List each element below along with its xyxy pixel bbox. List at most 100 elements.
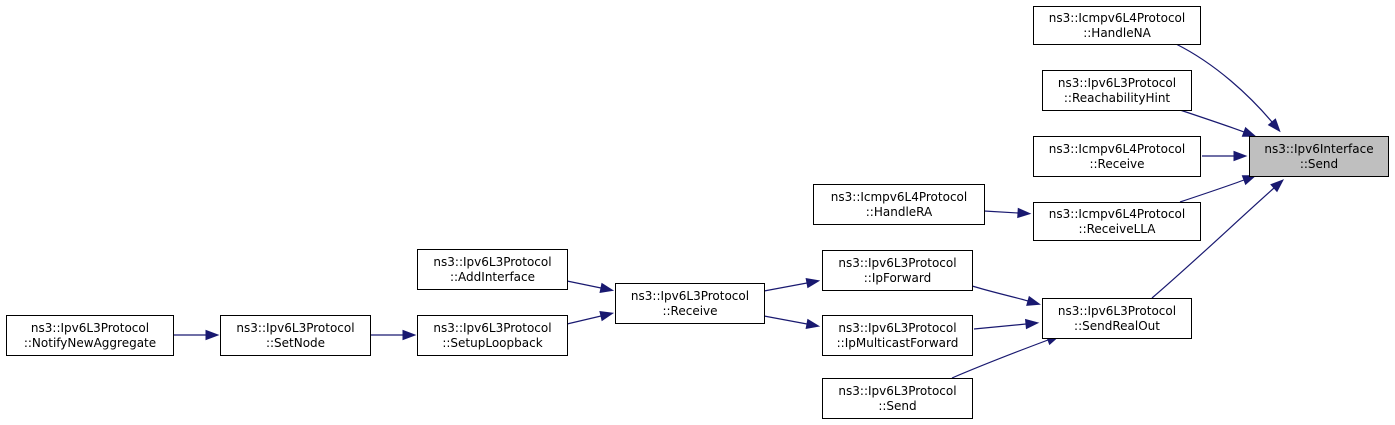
edge-add_interface-to-l3_receive xyxy=(566,280,615,294)
node-class-label: ns3::Icmpv6L4Protocol xyxy=(1049,11,1185,25)
node-box[interactable] xyxy=(417,315,568,356)
node-box[interactable] xyxy=(220,315,371,356)
edge-handle_na-to-send_iface xyxy=(1175,43,1281,133)
node-ip-mcast-forward[interactable]: ns3::Ipv6L3Protocol::IpMulticastForward xyxy=(822,315,973,356)
edge-line xyxy=(1151,187,1275,299)
edge-line xyxy=(951,339,1049,379)
edge-line xyxy=(566,280,602,289)
node-handle-na[interactable]: ns3::Icmpv6L4Protocol::HandleNA xyxy=(1033,6,1201,45)
node-l3-send[interactable]: ns3::Ipv6L3Protocol::Send xyxy=(822,378,973,419)
node-box[interactable] xyxy=(417,249,568,290)
edge-receive_lla-to-send_iface xyxy=(1179,175,1257,203)
node-method-label: ::SetupLoopback xyxy=(442,336,542,350)
node-class-label: ns3::Ipv6L3Protocol xyxy=(31,321,149,335)
arrowhead-icon xyxy=(1270,179,1285,193)
edge-send_real_out-to-send_iface xyxy=(1151,179,1285,299)
arrowhead-icon xyxy=(1025,318,1040,330)
node-method-label: ::Receive xyxy=(662,304,717,318)
edge-icmp_receive-to-send_iface xyxy=(1202,150,1248,162)
edge-line xyxy=(763,282,808,292)
node-class-label: ns3::Ipv6L3Protocol xyxy=(838,321,956,335)
arrowhead-icon xyxy=(205,329,220,341)
edge-ip_mcast_forward-to-send_real_out xyxy=(973,318,1040,330)
edge-l3_receive-to-ip_mcast_forward xyxy=(763,315,821,330)
node-box[interactable] xyxy=(1042,298,1192,339)
node-method-label: ::ReceiveLLA xyxy=(1079,222,1157,236)
node-icmp-receive[interactable]: ns3::Icmpv6L4Protocol::Receive xyxy=(1033,136,1201,177)
arrowhead-icon xyxy=(1241,126,1257,137)
node-class-label: ns3::Ipv6L3Protocol xyxy=(838,256,956,270)
node-class-label: ns3::Icmpv6L4Protocol xyxy=(831,190,967,204)
node-class-label: ns3::Ipv6L3Protocol xyxy=(236,321,354,335)
node-notify-new-agg[interactable]: ns3::Ipv6L3Protocol::NotifyNewAggregate xyxy=(6,315,174,356)
node-method-label: ::AddInterface xyxy=(450,270,535,284)
edge-line xyxy=(763,315,808,325)
arrowhead-icon xyxy=(1026,295,1041,306)
node-l3-receive[interactable]: ns3::Ipv6L3Protocol::Receive xyxy=(615,283,765,324)
node-class-label: ns3::Icmpv6L4Protocol xyxy=(1049,207,1185,221)
node-box[interactable] xyxy=(813,184,985,225)
node-method-label: ::NotifyNewAggregate xyxy=(24,336,156,350)
node-box[interactable] xyxy=(1033,202,1201,241)
node-method-label: ::HandleRA xyxy=(866,205,933,219)
node-method-label: ::Send xyxy=(878,399,916,413)
node-setup-loopback[interactable]: ns3::Ipv6L3Protocol::SetupLoopback xyxy=(417,315,568,356)
edge-handle_ra-to-receive_lla xyxy=(983,207,1032,219)
node-class-label: ns3::Ipv6L3Protocol xyxy=(631,289,749,303)
node-add-interface[interactable]: ns3::Ipv6L3Protocol::AddInterface xyxy=(417,249,568,290)
node-send-iface[interactable]: ns3::Ipv6Interface::Send xyxy=(1249,136,1389,177)
arrowhead-icon xyxy=(1017,207,1032,219)
edge-line xyxy=(971,285,1029,302)
arrowhead-icon xyxy=(1241,175,1257,186)
node-class-label: ns3::Ipv6L3Protocol xyxy=(838,384,956,398)
edge-setup_loopback-to-l3_receive xyxy=(566,311,615,325)
edge-line xyxy=(566,315,602,325)
edge-line xyxy=(973,323,1027,330)
edge-ip_forward-to-send_real_out xyxy=(971,285,1041,306)
arrowhead-icon xyxy=(599,311,615,322)
node-box[interactable] xyxy=(615,283,765,324)
node-reach-hint[interactable]: ns3::Ipv6L3Protocol::ReachabilityHint xyxy=(1042,70,1192,111)
node-class-label: ns3::Icmpv6L4Protocol xyxy=(1049,142,1185,156)
node-receive-lla[interactable]: ns3::Icmpv6L4Protocol::ReceiveLLA xyxy=(1033,202,1201,241)
edge-reach_hint-to-send_iface xyxy=(1179,109,1257,137)
node-class-label: ns3::Ipv6L3Protocol xyxy=(1058,304,1176,318)
node-box[interactable] xyxy=(822,378,973,419)
arrowhead-icon xyxy=(599,282,615,294)
node-method-label: ::ReachabilityHint xyxy=(1064,91,1171,105)
node-send-real-out[interactable]: ns3::Ipv6L3Protocol::SendRealOut xyxy=(1042,298,1192,339)
node-box[interactable] xyxy=(1042,70,1192,111)
node-method-label: ::Send xyxy=(1300,157,1338,171)
nodes-layer: ns3::Ipv6Interface::Sendns3::Icmpv6L4Pro… xyxy=(6,6,1389,419)
edge-l3_receive-to-ip_forward xyxy=(763,277,821,292)
arrowhead-icon xyxy=(805,277,821,289)
arrowhead-icon xyxy=(402,329,417,341)
edge-line xyxy=(1179,109,1245,133)
node-class-label: ns3::Ipv6L3Protocol xyxy=(433,321,551,335)
node-class-label: ns3::Ipv6Interface xyxy=(1264,142,1373,156)
arrowhead-icon xyxy=(1233,150,1248,162)
node-box[interactable] xyxy=(1033,136,1201,177)
node-method-label: ::IpMulticastForward xyxy=(837,336,959,350)
node-class-label: ns3::Ipv6L3Protocol xyxy=(1058,76,1176,90)
node-box[interactable] xyxy=(6,315,174,356)
node-method-label: ::HandleNA xyxy=(1083,26,1151,40)
node-method-label: ::IpForward xyxy=(864,271,932,285)
edges-layer xyxy=(173,43,1285,379)
edge-set_node-to-setup_loopback xyxy=(370,329,417,341)
edge-line xyxy=(1179,179,1245,203)
edge-line xyxy=(983,210,1019,214)
node-box[interactable] xyxy=(822,250,973,291)
node-box[interactable] xyxy=(822,315,973,356)
node-box[interactable] xyxy=(1033,6,1201,45)
arrowhead-icon xyxy=(805,318,821,330)
node-method-label: ::Receive xyxy=(1089,157,1144,171)
node-handle-ra[interactable]: ns3::Icmpv6L4Protocol::HandleRA xyxy=(813,184,985,225)
node-class-label: ns3::Ipv6L3Protocol xyxy=(433,255,551,269)
edge-line xyxy=(1175,43,1273,123)
node-ip-forward[interactable]: ns3::Ipv6L3Protocol::IpForward xyxy=(822,250,973,291)
node-set-node[interactable]: ns3::Ipv6L3Protocol::SetNode xyxy=(220,315,371,356)
node-box[interactable] xyxy=(1249,136,1389,177)
node-method-label: ::SendRealOut xyxy=(1074,319,1160,333)
